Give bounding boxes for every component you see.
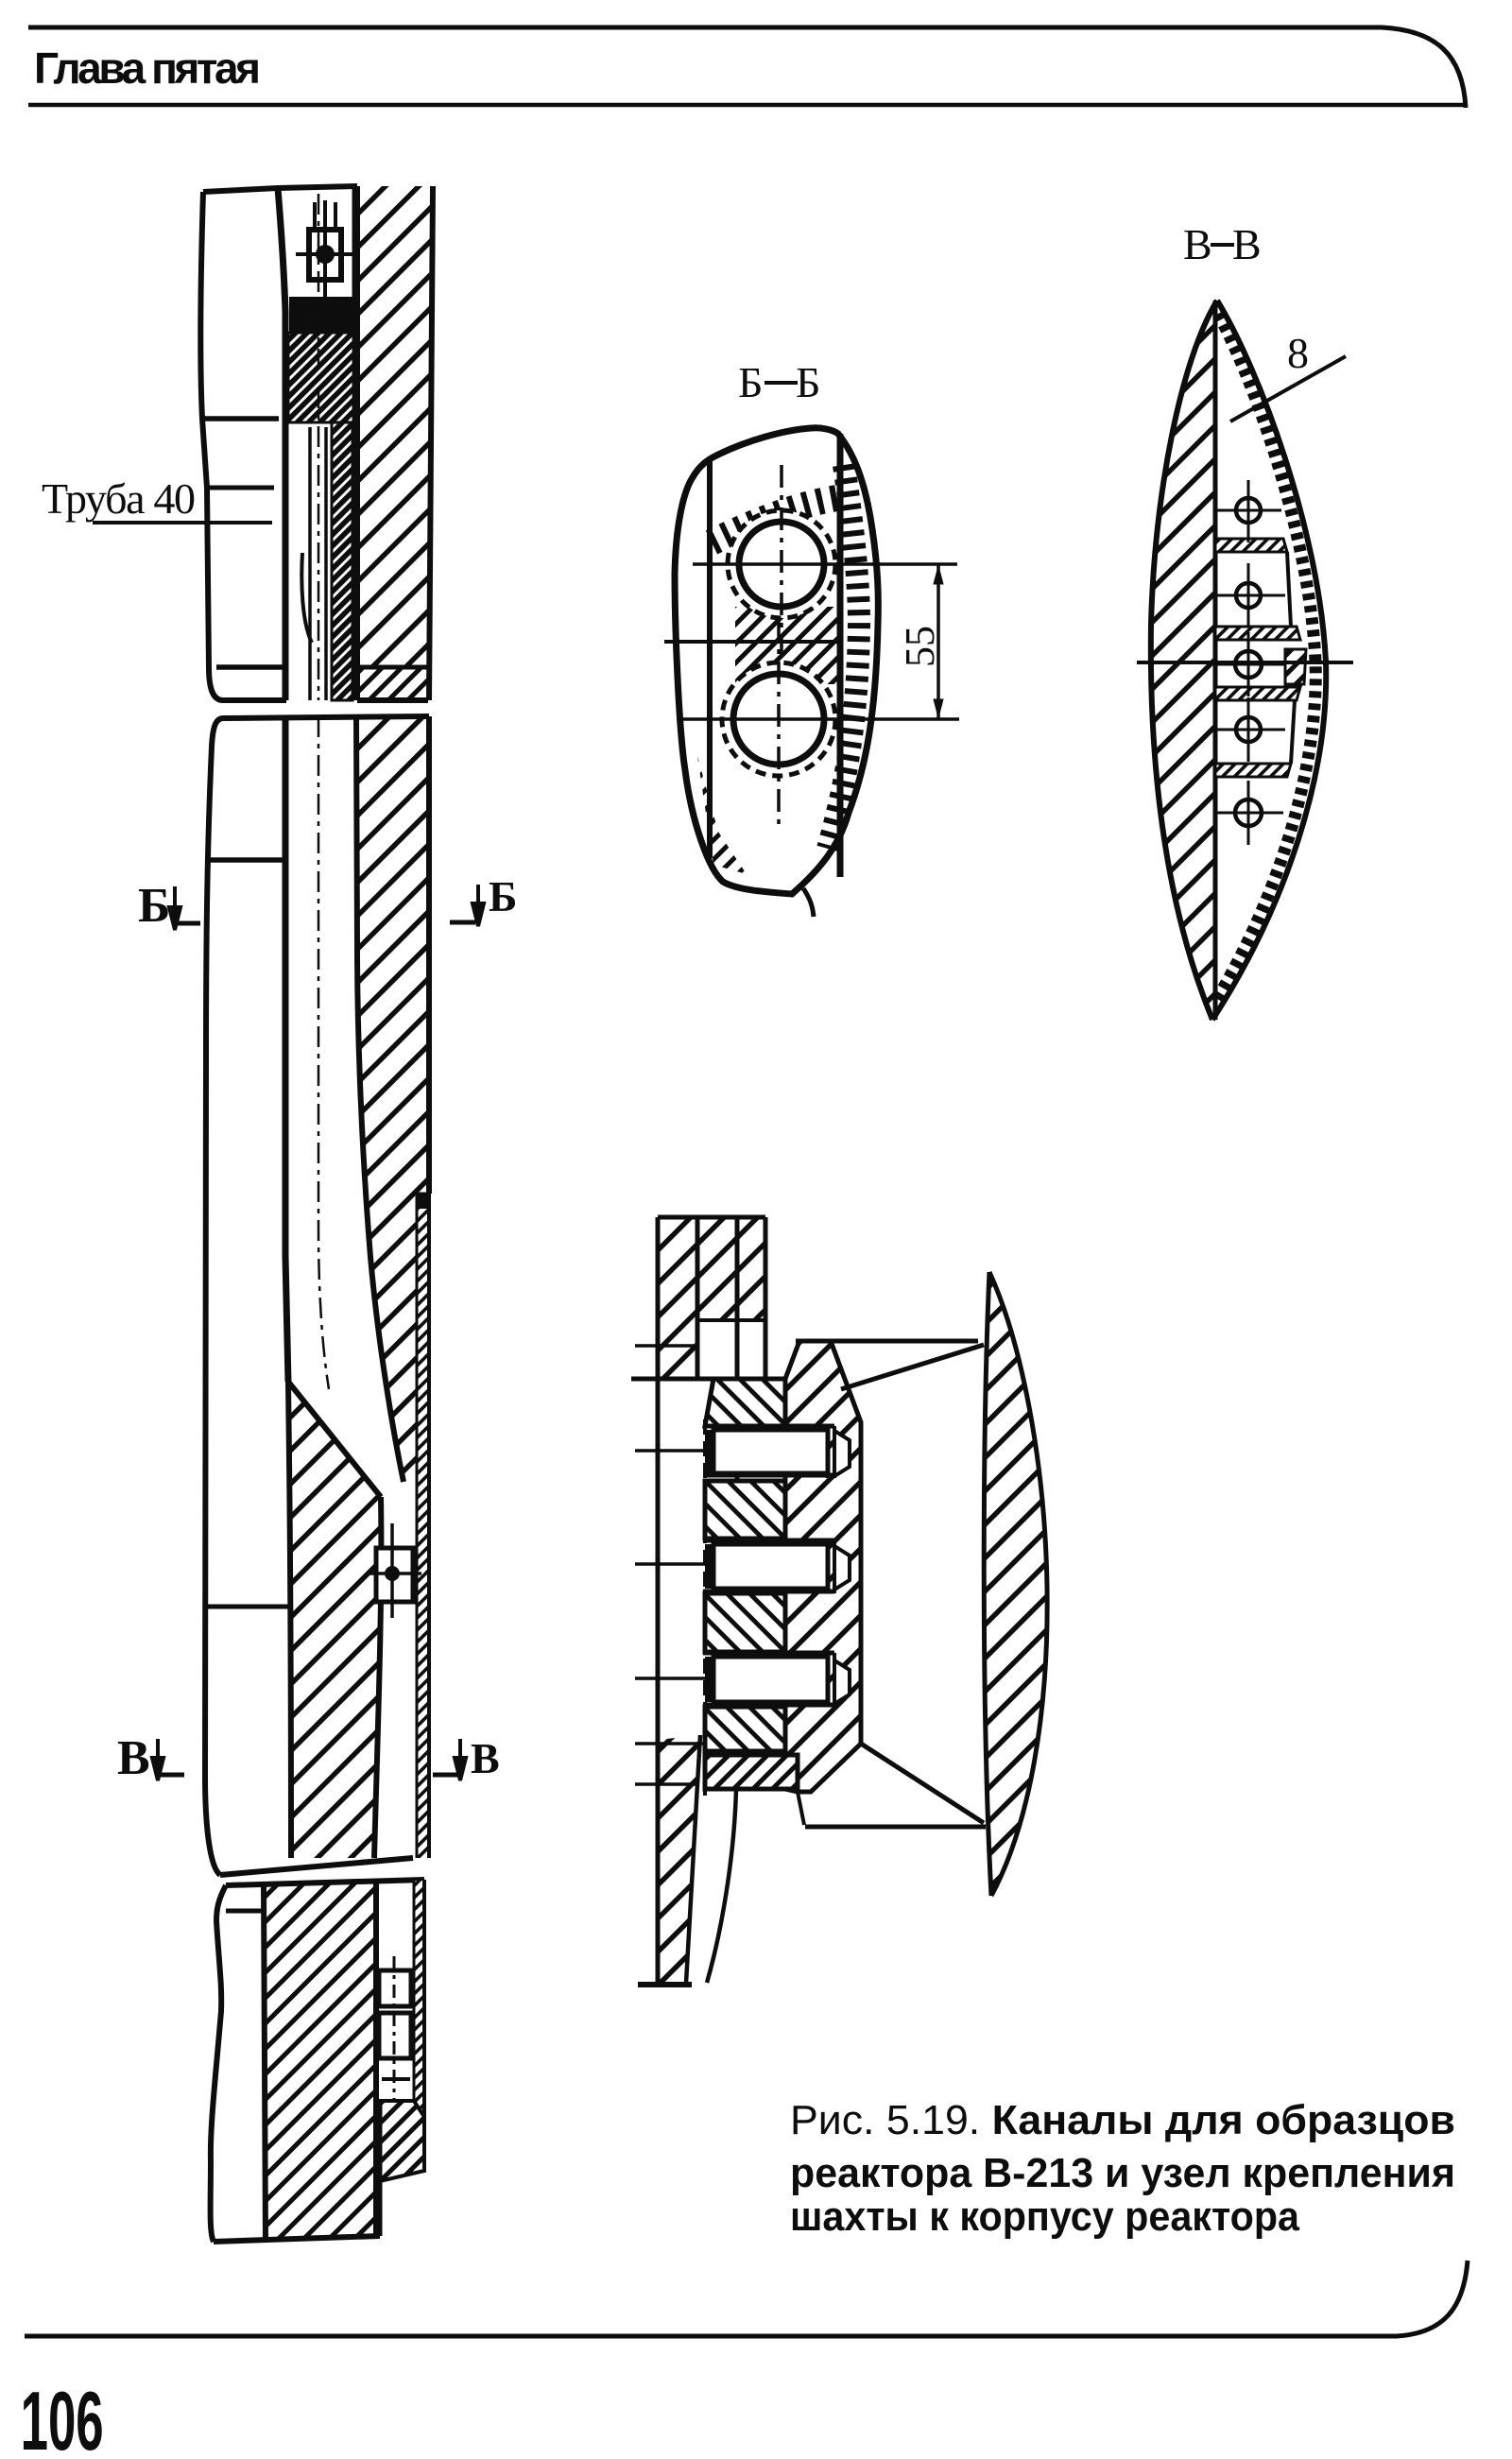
- svg-text:В: В: [471, 1734, 500, 1782]
- svg-text:55: 55: [897, 626, 943, 667]
- svg-text:Б: Б: [738, 358, 763, 406]
- svg-text:Б: Б: [489, 872, 517, 920]
- svg-text:8: 8: [1287, 329, 1309, 377]
- svg-text:В: В: [117, 1731, 150, 1785]
- svg-text:Труба 40: Труба 40: [42, 474, 196, 523]
- svg-text:Глава пятая: Глава пятая: [34, 43, 261, 93]
- svg-text:В: В: [1183, 220, 1212, 268]
- svg-text:Б: Б: [796, 358, 820, 406]
- svg-text:В: В: [1232, 220, 1262, 268]
- svg-text:Рис. 5.19. Каналы для образцов: Рис. 5.19. Каналы для образцов: [790, 2097, 1455, 2143]
- svg-text:реактора В-213 и узел креплени: реактора В-213 и узел крепления: [790, 2150, 1455, 2196]
- svg-text:Б: Б: [138, 879, 170, 933]
- svg-text:106: 106: [21, 2375, 104, 2459]
- svg-text:шахты к корпусу реактора: шахты к корпусу реактора: [790, 2193, 1299, 2240]
